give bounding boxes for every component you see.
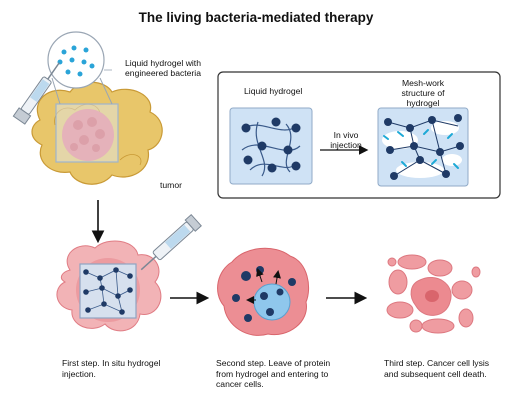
step1-caption: First step. In situ hydrogel injection. (62, 358, 161, 379)
label-mesh-work: Mesh-work structure of hydrogel (401, 78, 445, 108)
tumor-illustration (12, 31, 163, 185)
label-in-vivo-injection: In vivo injection (330, 130, 362, 150)
step3-caption: Third step. Cancer cell lysis and subseq… (384, 358, 490, 379)
label-liquid-hydrogel-bacteria: Liquid hydrogel with engineered bacteria (125, 58, 201, 78)
step2-illustration (217, 247, 310, 336)
step2-caption: Second step. Leave of protein from hydro… (216, 358, 331, 389)
step3-illustration (386, 254, 481, 334)
label-liquid-hydrogel: Liquid hydrogel (244, 86, 303, 96)
diagram-title: The living bacteria-mediated therapy (138, 10, 374, 25)
label-tumor: tumor (160, 180, 182, 190)
step1-illustration (56, 213, 202, 332)
